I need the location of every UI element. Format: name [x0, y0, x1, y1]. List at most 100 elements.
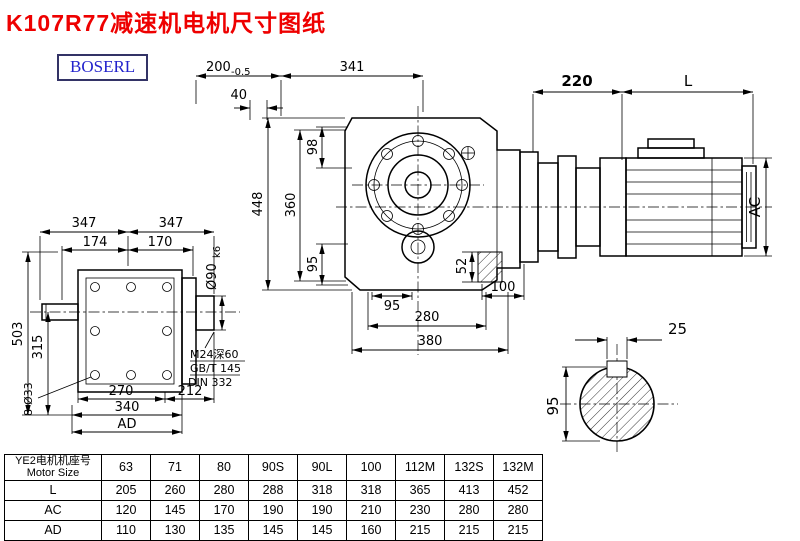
dim-270: 270 — [109, 384, 134, 399]
dim-347-left: 347 — [72, 216, 97, 231]
dim-380: 380 — [418, 334, 443, 349]
value-cell: 205 — [101, 479, 151, 501]
value-cell: 452 — [493, 479, 543, 501]
motor-size-cell: 132S — [444, 454, 494, 481]
side-bottom-dimensions: 270 212 340 AD — [71, 332, 215, 435]
dim-200-tolerance: -0.5 — [231, 67, 251, 78]
dim-bolt-holes: 8-Ø33 — [22, 382, 35, 416]
side-housing — [41, 269, 215, 393]
row-label: AD — [4, 519, 102, 541]
value-cell: 135 — [199, 519, 249, 541]
dim-360: 360 — [284, 193, 299, 218]
value-cell: 190 — [297, 499, 347, 521]
value-cell: 280 — [199, 479, 249, 501]
dim-315: 315 — [31, 335, 46, 360]
shaft-dimension: Ø90 k6 — [198, 246, 226, 331]
value-cell: 280 — [444, 499, 494, 521]
keyway — [606, 360, 628, 378]
dim-25: 25 — [668, 320, 687, 338]
motor-size-cell: 90L — [297, 454, 347, 481]
value-cell: 160 — [346, 519, 396, 541]
dim-448: 448 — [251, 192, 266, 217]
row-label: AC — [4, 499, 102, 521]
note-standard-gb: GB/T 145 — [190, 362, 241, 375]
motor-size-table: YE2电机机座号 Motor Size 63 71 80 90S 90L 100… — [4, 454, 543, 541]
section-dimensions: 25 95 — [544, 320, 687, 442]
table-row-L: L 205 260 280 288 318 318 365 413 452 — [4, 479, 543, 501]
value-cell: 318 — [297, 479, 347, 501]
page-title: K107R77减速机电机尺寸图纸 — [6, 10, 327, 36]
dim-52: 52 — [455, 258, 470, 275]
value-cell: 280 — [493, 499, 543, 521]
motor-assembly — [519, 138, 757, 263]
brand-logo: BOSERL — [57, 54, 149, 81]
dim-motor-length-L: L — [684, 72, 693, 90]
dim-motor-diameter-AC: AC — [746, 197, 764, 217]
centerlines — [336, 106, 772, 355]
motor-size-cell: 132M — [493, 454, 543, 481]
value-cell: 230 — [395, 499, 445, 521]
side-left-dimensions: 503 315 — [11, 251, 78, 416]
dim-40: 40 — [230, 88, 247, 103]
value-cell: 215 — [493, 519, 543, 541]
note-thread: M24深60 — [190, 348, 239, 361]
screw-icon — [461, 146, 475, 160]
side-notes: M24深60 GB/T 145 DIN 332 8-Ø33 — [22, 331, 245, 416]
dim-200: 200 — [206, 60, 231, 75]
value-cell: 260 — [150, 479, 200, 501]
shaft-cross-section — [579, 366, 655, 442]
motor-size-cell: 63 — [101, 454, 151, 481]
dim-347-right: 347 — [159, 216, 184, 231]
gearbox-housing — [344, 117, 521, 291]
section-view: 25 95 — [544, 320, 687, 452]
dimension-drawing: 200 -0.5 341 40 220 L 448 360 — [11, 60, 772, 452]
dim-212: 212 — [178, 384, 203, 399]
value-cell: 145 — [248, 519, 298, 541]
note-standard-din: DIN 332 — [188, 376, 232, 389]
value-cell: 215 — [395, 519, 445, 541]
value-cell: 215 — [444, 519, 494, 541]
value-cell: 288 — [248, 479, 298, 501]
row-header-motor-size: YE2电机机座号 Motor Size — [4, 454, 102, 481]
section-hatch — [477, 251, 503, 283]
dim-280: 280 — [415, 310, 440, 325]
value-cell: 120 — [101, 499, 151, 521]
row-label: L — [4, 479, 102, 501]
dim-220: 220 — [561, 72, 592, 90]
value-cell: 365 — [395, 479, 445, 501]
table-row-AC: AC 120 145 170 190 190 210 230 280 280 — [4, 499, 543, 521]
dim-98: 98 — [306, 139, 321, 156]
dim-95-bottom: 95 — [384, 299, 401, 314]
front-bottom-dimensions: 95 100 280 380 AC — [351, 157, 772, 354]
table-row-AD: AD 110 130 135 145 145 160 215 215 215 — [4, 519, 543, 541]
dim-100: 100 — [491, 280, 516, 295]
dim-170: 170 — [148, 235, 173, 250]
dim-341: 341 — [340, 60, 365, 75]
dim-AD: AD — [118, 417, 137, 432]
front-left-dimensions: 448 360 98 95 52 — [251, 117, 478, 291]
dim-95-section: 95 — [544, 396, 562, 415]
motor-size-cell: 100 — [346, 454, 396, 481]
dim-95-side: 95 — [306, 256, 321, 273]
value-cell: 413 — [444, 479, 494, 501]
dim-340: 340 — [115, 400, 140, 415]
value-cell: 145 — [150, 499, 200, 521]
value-cell: 110 — [101, 519, 151, 541]
side-top-dimensions: 347 347 174 170 — [39, 216, 215, 300]
value-cell: 210 — [346, 499, 396, 521]
front-view: 200 -0.5 341 40 220 L 448 360 — [195, 60, 772, 355]
value-cell: 145 — [297, 519, 347, 541]
motor-size-cell: 90S — [248, 454, 298, 481]
value-cell: 190 — [248, 499, 298, 521]
dim-shaft-fit: k6 — [212, 246, 223, 258]
motor-size-cell: 80 — [199, 454, 249, 481]
side-view: 347 347 174 170 503 315 270 212 — [11, 216, 245, 435]
value-cell: 170 — [199, 499, 249, 521]
dim-174: 174 — [83, 235, 108, 250]
row-header-cn: YE2电机机座号 — [15, 455, 91, 467]
value-cell: 130 — [150, 519, 200, 541]
table-header-row: YE2电机机座号 Motor Size 63 71 80 90S 90L 100… — [4, 454, 543, 481]
value-cell: 318 — [346, 479, 396, 501]
row-header-en: Motor Size — [26, 467, 80, 480]
dim-shaft-diameter: Ø90 — [205, 263, 220, 290]
